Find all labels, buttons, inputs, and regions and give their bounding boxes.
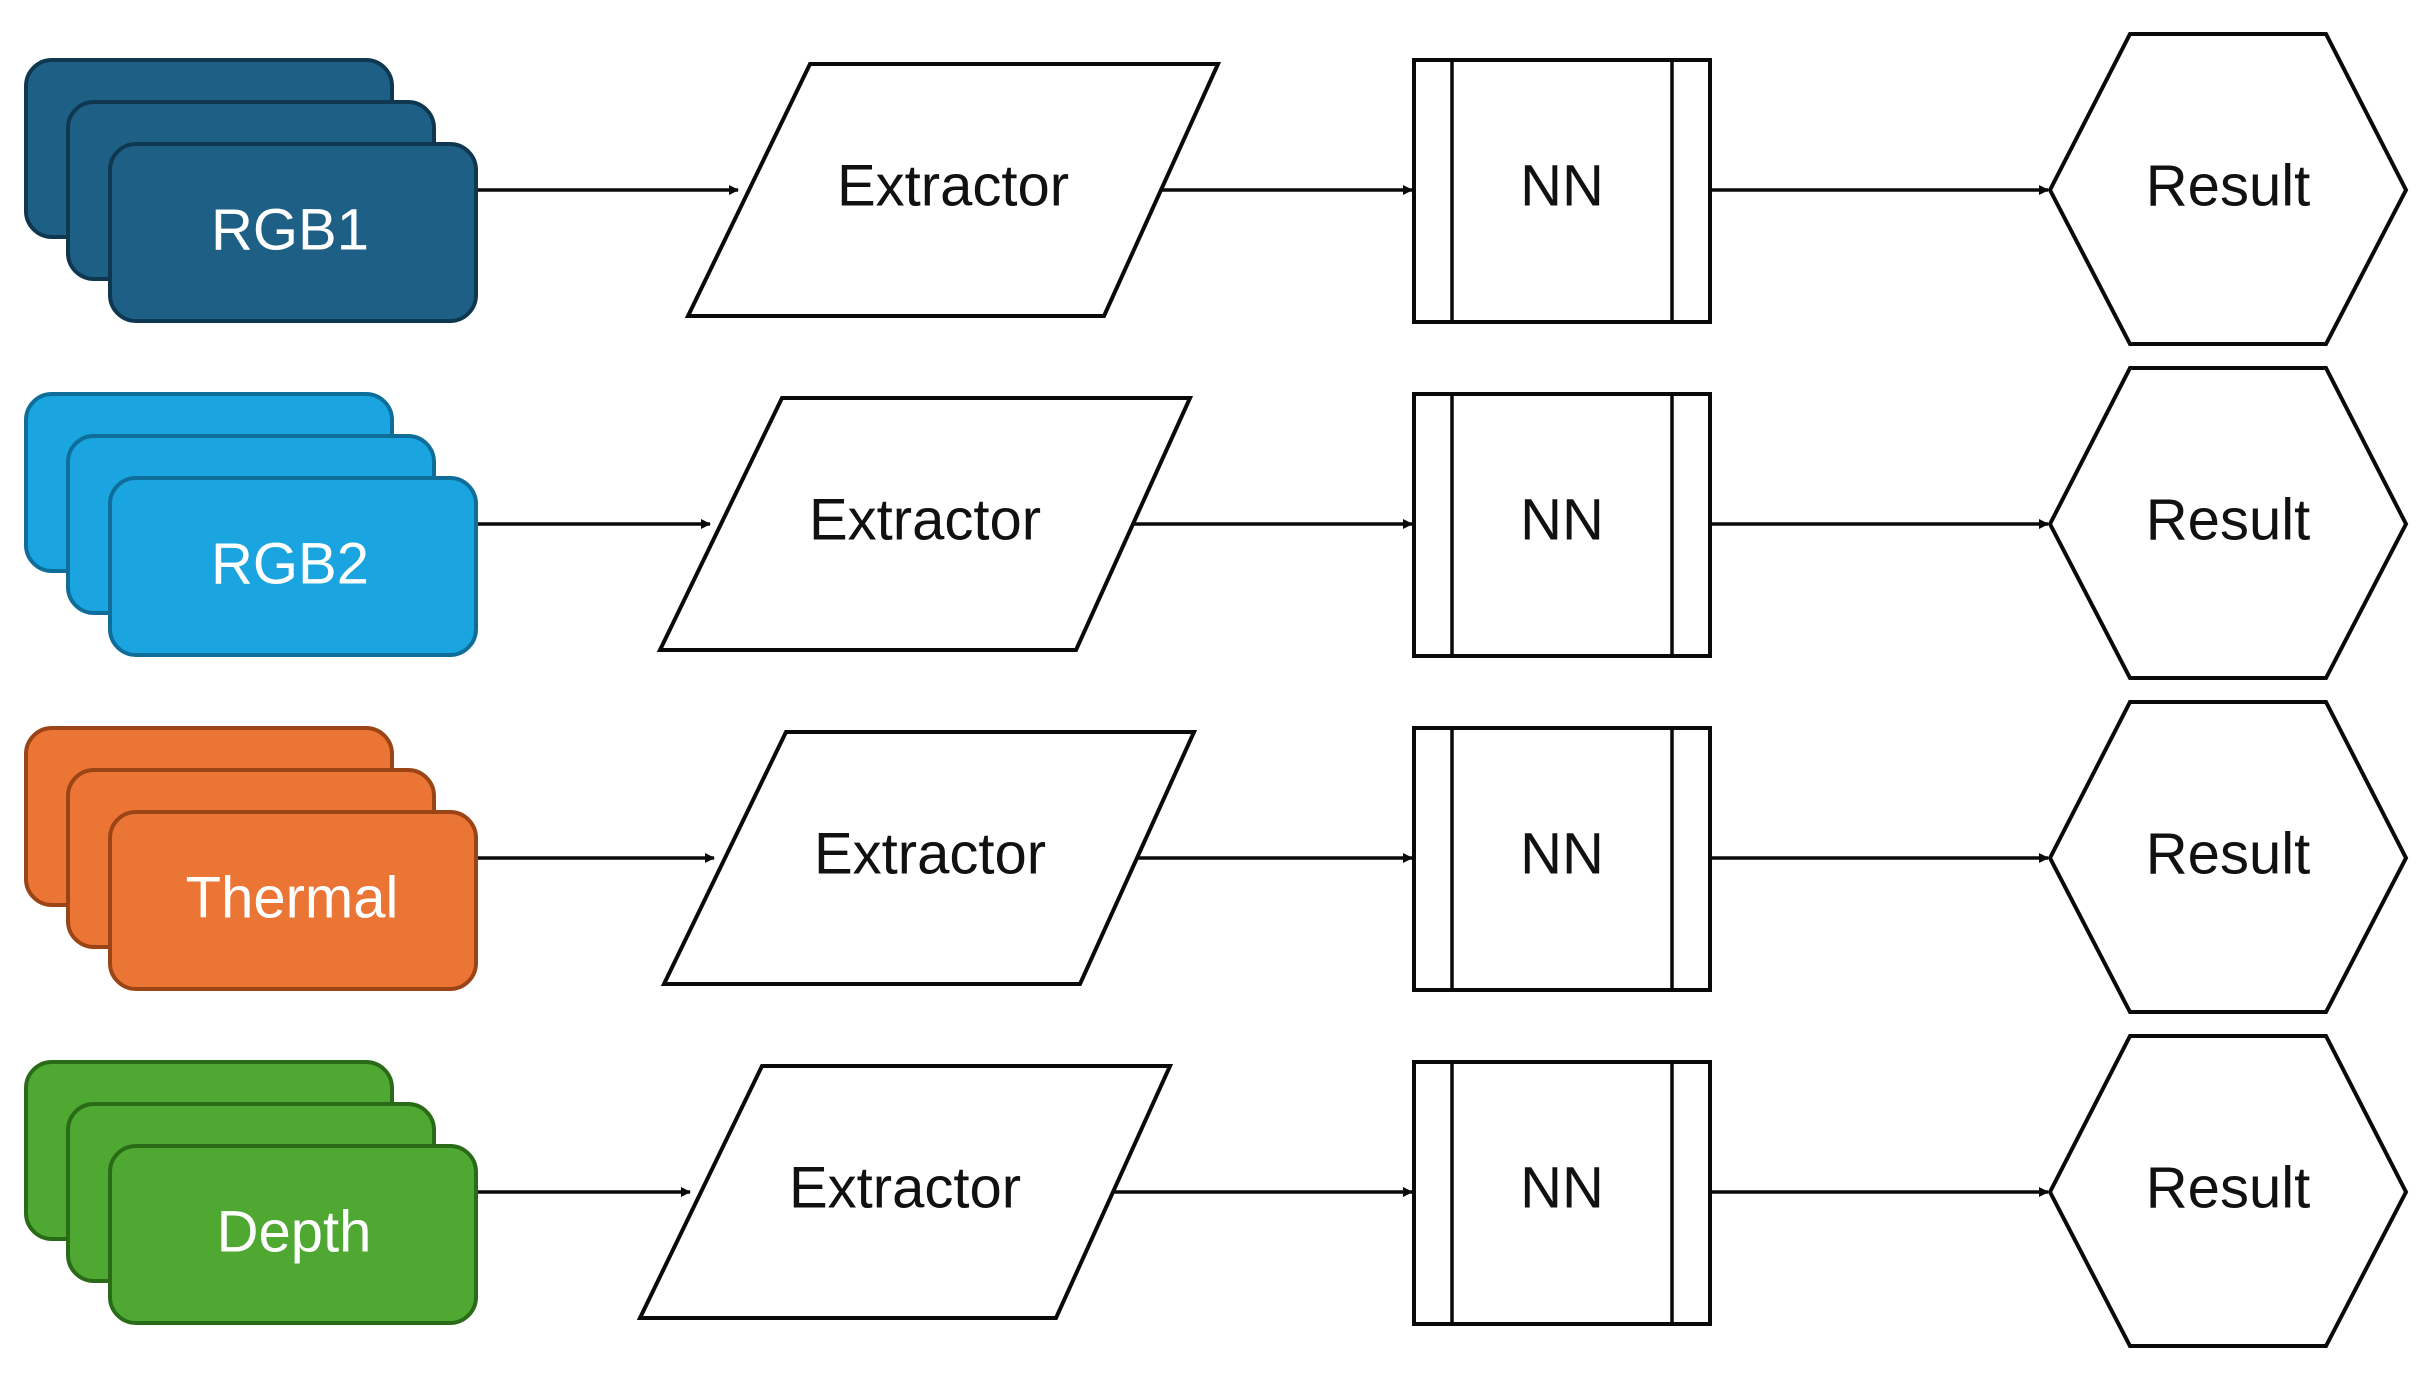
source-label: RGB1 [211, 197, 369, 262]
extractor-parallelogram [660, 730, 1198, 986]
result-label: Result [2146, 153, 2310, 218]
nn-process-rect [1412, 58, 1712, 324]
result-box: Result [2047, 32, 2409, 346]
pipeline-row-rgb2: RGB2 Extractor NN Result [24, 366, 2409, 680]
result-box: Result [2047, 1034, 2409, 1348]
extractor-label: Extractor [837, 153, 1069, 218]
source-stack-depth: Depth [24, 1060, 478, 1325]
nn-label: NN [1520, 487, 1604, 552]
nn-box: NN [1412, 726, 1712, 992]
extractor-parallelogram [636, 1064, 1174, 1320]
extractor-box: Extractor [660, 730, 1198, 986]
result-hexagon [2047, 1034, 2409, 1348]
source-stack-rgb1: RGB1 [24, 58, 478, 323]
extractor-box: Extractor [636, 1064, 1174, 1320]
result-label: Result [2146, 487, 2310, 552]
source-card-front [108, 142, 478, 323]
nn-box: NN [1412, 1060, 1712, 1326]
pipeline-row-thermal: Thermal Extractor NN Result [24, 700, 2409, 1014]
extractor-parallelogram [656, 396, 1194, 652]
source-label: Thermal [186, 865, 399, 930]
extractor-parallelogram [684, 62, 1222, 318]
nn-label: NN [1520, 821, 1604, 886]
pipeline-row-depth: Depth Extractor NN Result [24, 1034, 2409, 1348]
extractor-box: Extractor [684, 62, 1222, 318]
result-label: Result [2146, 821, 2310, 886]
result-hexagon [2047, 32, 2409, 346]
result-box: Result [2047, 366, 2409, 680]
source-card-front [108, 810, 478, 991]
extractor-label: Extractor [789, 1155, 1021, 1220]
nn-label: NN [1520, 1155, 1604, 1220]
source-label: RGB2 [211, 531, 369, 596]
result-label: Result [2146, 1155, 2310, 1220]
nn-process-rect [1412, 726, 1712, 992]
nn-box: NN [1412, 392, 1712, 658]
source-stack-thermal: Thermal [24, 726, 478, 991]
source-card-front [108, 1144, 478, 1325]
result-box: Result [2047, 700, 2409, 1014]
source-card-front [108, 476, 478, 657]
source-label: Depth [217, 1199, 372, 1264]
nn-process-rect [1412, 1060, 1712, 1326]
extractor-box: Extractor [656, 396, 1194, 652]
extractor-label: Extractor [814, 821, 1046, 886]
result-hexagon [2047, 700, 2409, 1014]
nn-label: NN [1520, 153, 1604, 218]
nn-box: NN [1412, 58, 1712, 324]
pipeline-row-rgb1: RGB1 Extractor NN Result [24, 32, 2409, 346]
result-hexagon [2047, 366, 2409, 680]
extractor-label: Extractor [809, 487, 1041, 552]
source-stack-rgb2: RGB2 [24, 392, 478, 657]
